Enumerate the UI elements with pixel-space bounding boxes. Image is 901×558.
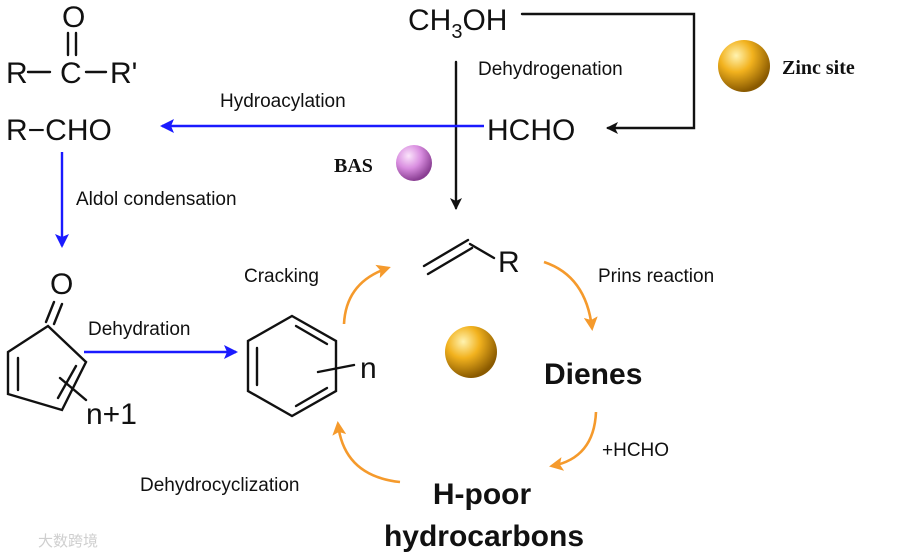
benzene-inner-bond-3 (294, 386, 329, 408)
olefin-single-bond (468, 242, 496, 260)
bas-sphere (396, 145, 432, 181)
ketone-molecule: O R C R' (6, 1, 137, 90)
central-zinc-sphere (445, 326, 497, 378)
ketone-carbon: C (60, 57, 82, 90)
ring-inner-double-bond-2 (56, 364, 78, 400)
carbonyl-bond-b (52, 302, 64, 326)
cyclopentenone-n-label: n+1 (86, 398, 137, 431)
zinc-site-sphere (718, 40, 770, 92)
h-poor-line1: H-poor (433, 478, 532, 511)
formaldehyde: HCHO (487, 114, 575, 147)
aldehyde-rcho: R−CHO (6, 114, 112, 147)
olefin-double-bond-a (422, 238, 470, 268)
prins-reaction-label: Prins reaction (598, 266, 714, 287)
dehydration-label: Dehydration (88, 319, 190, 340)
benzene-ring (246, 314, 338, 418)
hydroacylation-label: Hydroacylation (220, 91, 346, 112)
ring-substituent-bond (58, 376, 88, 402)
benzene-substituent-bond (316, 363, 356, 374)
olefin-molecule: R (422, 238, 520, 279)
aromatic-n-label: n (360, 352, 377, 385)
plus-hcho-label: +HCHO (602, 440, 669, 461)
cracking-label: Cracking (244, 266, 319, 287)
hcho-addition-arrow (549, 411, 598, 471)
olefin-double-bond-b (426, 246, 474, 276)
h-poor-line2: hydrocarbons (384, 520, 584, 553)
methanol: CH3OH (408, 4, 507, 43)
dehydrocyclization-label: Dehydrocyclization (140, 475, 299, 496)
zinc-site-label: Zinc site (782, 57, 855, 79)
aromatic-molecule: n (246, 314, 377, 418)
olefin-r-group: R (498, 246, 520, 279)
cracking-arrow (342, 264, 391, 325)
dehydrocyclization-arrow (332, 421, 401, 484)
ketone-r-prime-group: R' (110, 57, 137, 90)
carbonyl-bond-a (44, 300, 56, 324)
benzene-inner-bond-2 (294, 324, 329, 346)
aldol-condensation-label: Aldol condensation (76, 189, 237, 210)
cyclopentenone-oxygen: O (50, 268, 73, 301)
ketone-oxygen: O (62, 1, 85, 34)
ketone-r-group: R (6, 57, 28, 90)
methanol-to-hcho-arrow (520, 12, 696, 134)
prins-arrow (543, 260, 598, 331)
cyclopentenone-molecule: O n+1 (6, 268, 137, 431)
five-ring (6, 324, 88, 412)
dehydrogenation-label: Dehydrogenation (478, 59, 623, 80)
dienes-label: Dienes (544, 358, 642, 391)
bas-label: BAS (334, 155, 373, 177)
watermark: 大数跨境 (38, 532, 98, 550)
